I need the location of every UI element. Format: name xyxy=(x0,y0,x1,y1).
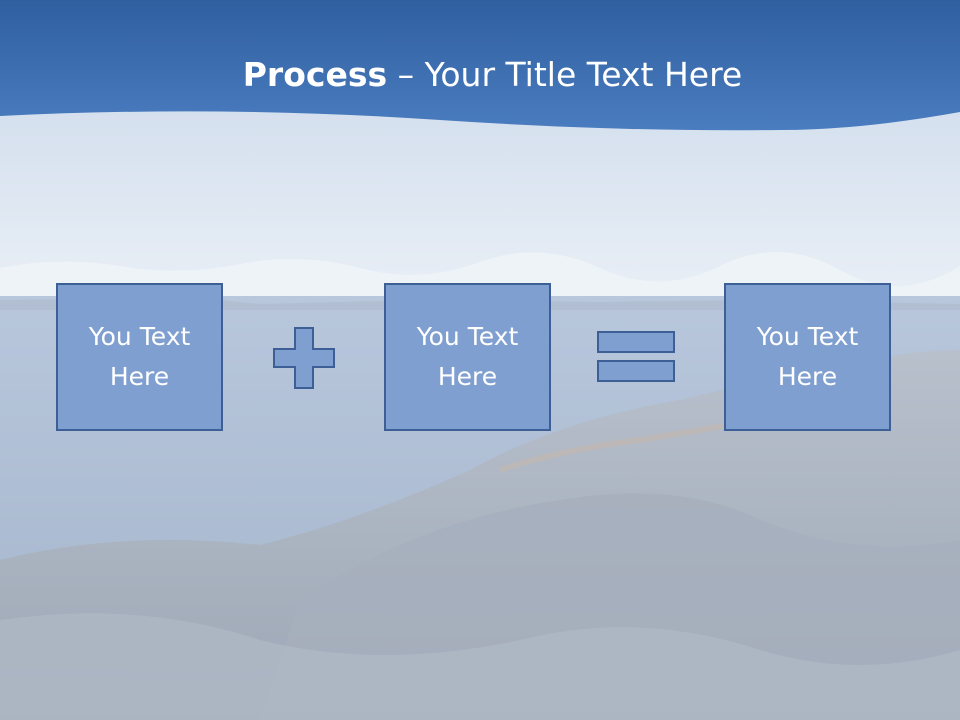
process-box-3-text: You Text Here xyxy=(756,322,859,391)
process-box-2[interactable]: You Text Here xyxy=(384,283,551,431)
slide-title: Process – Your Title Text Here xyxy=(0,50,960,100)
equals-icon xyxy=(597,331,675,382)
title-rest: – Your Title Text Here xyxy=(387,55,743,94)
process-box-3[interactable]: You Text Here xyxy=(724,283,891,431)
plus-icon xyxy=(273,327,335,389)
title-bold: Process xyxy=(242,55,388,94)
process-box-1[interactable]: You Text Here xyxy=(56,283,223,431)
process-box-2-text: You Text Here xyxy=(416,322,519,391)
process-box-1-text: You Text Here xyxy=(88,322,191,391)
